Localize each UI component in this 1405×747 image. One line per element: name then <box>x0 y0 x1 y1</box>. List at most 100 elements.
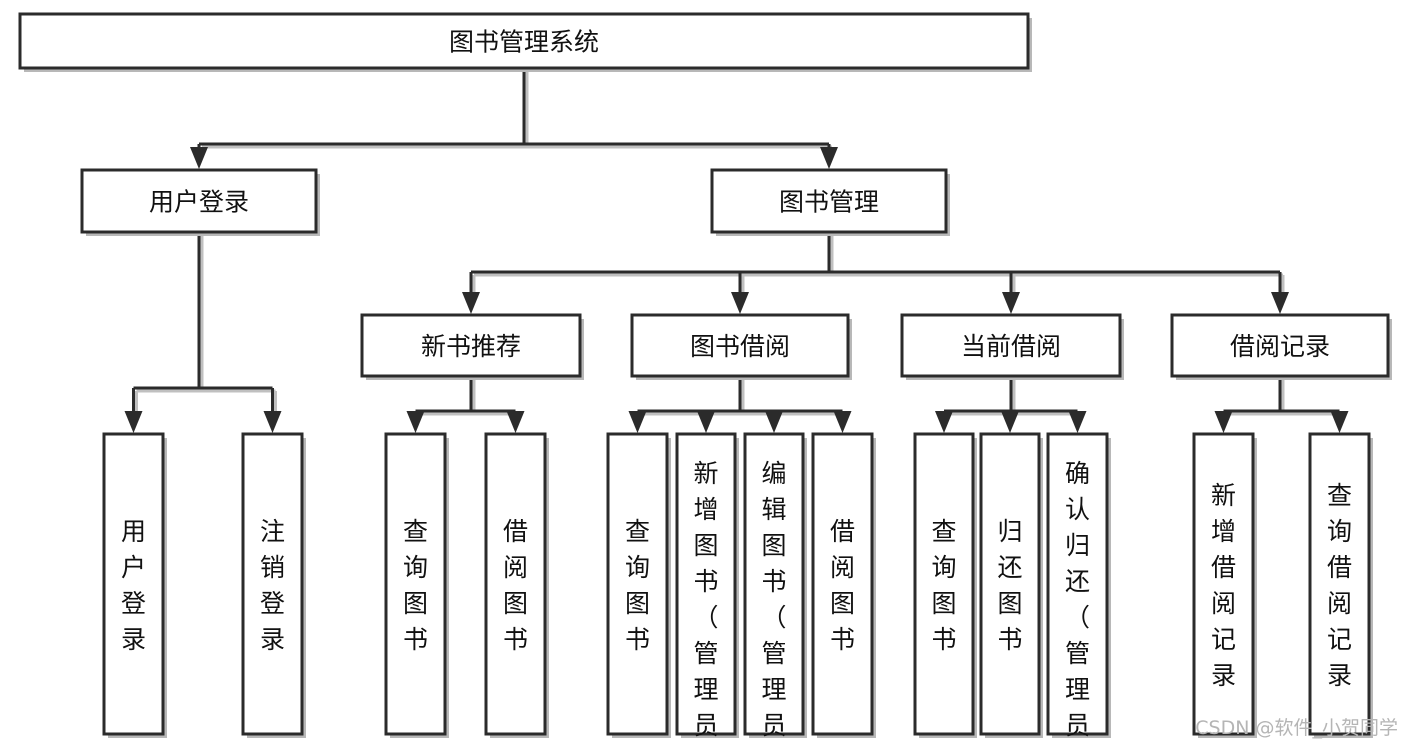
arrow-head-icon <box>697 411 715 433</box>
node-book-borrow[interactable]: 图书借阅 <box>630 313 852 380</box>
node-label-vertical: 用户登录 <box>121 517 146 654</box>
arrow-head-icon <box>506 411 525 433</box>
arrow-head-icon <box>1271 292 1289 314</box>
node-box[interactable] <box>913 432 975 736</box>
arrow-head-icon <box>1271 292 1289 314</box>
arrow-head-icon <box>935 411 953 433</box>
node-box[interactable] <box>384 432 447 736</box>
node-borrow-record[interactable]: 借阅记录 <box>1170 313 1392 380</box>
arrow-head-icon <box>1002 292 1020 314</box>
arrow-head-icon <box>1002 292 1020 314</box>
arrow-head-icon <box>935 411 953 433</box>
node-label-vertical: 查询图书 <box>931 517 956 654</box>
arrow-head-icon <box>190 147 208 169</box>
node-box[interactable] <box>1192 432 1255 736</box>
node-leaf-borrow-book-rec[interactable]: 借阅图书 <box>484 432 549 738</box>
node-label: 图书管理系统 <box>449 28 599 57</box>
node-book-management[interactable]: 图书管理 <box>710 168 950 236</box>
node-label: 新书推荐 <box>421 332 521 361</box>
arrow-head-icon <box>1001 411 1019 433</box>
node-leaf-query-book-current[interactable]: 查询图书 <box>913 432 977 738</box>
arrow-head-icon <box>731 292 749 314</box>
arrow-head-icon <box>765 411 783 433</box>
node-label: 借阅记录 <box>1230 332 1330 361</box>
arrow-head-icon <box>462 292 480 314</box>
node-leaf-query-book-borrow[interactable]: 查询图书 <box>606 432 671 738</box>
node-label-vertical: 查询图书 <box>625 517 650 654</box>
arrow-head-icon <box>833 411 852 433</box>
node-label: 图书管理 <box>779 188 879 217</box>
node-box[interactable] <box>241 432 304 736</box>
node-box[interactable] <box>900 313 1122 378</box>
node-label-vertical: 新增借阅记录 <box>1211 481 1236 690</box>
node-new-book-recommend[interactable]: 新书推荐 <box>360 313 584 380</box>
node-label-vertical: 注销登录 <box>260 517 285 654</box>
arrow-head-icon <box>1330 411 1349 433</box>
arrow-head-icon <box>833 411 852 433</box>
arrow-head-icon <box>1214 411 1233 433</box>
arrow-head-icon <box>628 411 647 433</box>
arrow-head-icon <box>124 411 143 433</box>
arrow-head-icon <box>820 147 838 169</box>
arrow-head-icon <box>190 147 208 169</box>
node-box[interactable] <box>606 432 669 736</box>
node-box[interactable] <box>710 168 948 234</box>
arrow-head-icon <box>731 292 749 314</box>
node-leaf-logout[interactable]: 注销登录 <box>241 432 306 738</box>
node-label-vertical: 编辑图书（管理员） <box>761 459 786 747</box>
arrow-head-icon <box>263 411 282 433</box>
arrow-head-icon <box>1068 411 1087 433</box>
arrow-head-icon <box>1330 411 1349 433</box>
node-box[interactable] <box>1308 432 1371 736</box>
arrow-head-icon <box>263 411 282 433</box>
node-box[interactable] <box>1170 313 1390 378</box>
node-leaf-confirm-return-admin[interactable]: 确认归还（管理员） <box>1046 432 1111 747</box>
node-box[interactable] <box>18 12 1030 70</box>
node-label-vertical: 归还图书 <box>997 517 1022 654</box>
node-label-vertical: 确认归还（管理员） <box>1065 459 1090 747</box>
node-box[interactable] <box>484 432 547 736</box>
nodes-layer: 图书管理系统用户登录图书管理新书推荐图书借阅当前借阅借阅记录用户登录注销登录查询… <box>18 12 1392 747</box>
node-leaf-user-login[interactable]: 用户登录 <box>102 432 167 738</box>
node-box[interactable] <box>360 313 582 378</box>
arrow-head-icon <box>406 411 425 433</box>
arrow-head-icon <box>406 411 425 433</box>
node-leaf-query-borrow-record[interactable]: 查询借阅记录 <box>1308 432 1373 738</box>
node-leaf-return-book[interactable]: 归还图书 <box>979 432 1043 738</box>
node-leaf-query-book-rec[interactable]: 查询图书 <box>384 432 449 738</box>
node-leaf-add-borrow-record[interactable]: 新增借阅记录 <box>1192 432 1257 738</box>
node-label: 图书借阅 <box>690 332 790 361</box>
node-current-borrow[interactable]: 当前借阅 <box>900 313 1124 380</box>
node-label-vertical: 借阅图书 <box>503 517 528 654</box>
node-box[interactable] <box>811 432 874 736</box>
arrow-head-icon <box>820 147 838 169</box>
arrow-head-icon <box>1068 411 1087 433</box>
node-leaf-edit-book-admin[interactable]: 编辑图书（管理员） <box>743 432 807 747</box>
arrow-head-icon <box>1001 411 1019 433</box>
arrow-head-icon <box>1214 411 1233 433</box>
node-label-vertical: 查询图书 <box>403 517 428 654</box>
node-root[interactable]: 图书管理系统 <box>18 12 1032 72</box>
node-user-login[interactable]: 用户登录 <box>80 168 320 236</box>
arrow-head-icon <box>697 411 715 433</box>
node-box[interactable] <box>630 313 850 378</box>
csdn-watermark: CSDN @软件_小贺同学 <box>1195 717 1398 739</box>
arrow-head-icon <box>628 411 647 433</box>
node-box[interactable] <box>743 432 805 736</box>
node-label: 当前借阅 <box>961 332 1061 361</box>
connectors-layer <box>124 68 1349 433</box>
arrow-head-icon <box>765 411 783 433</box>
node-box[interactable] <box>1046 432 1109 736</box>
node-box[interactable] <box>675 432 737 736</box>
node-label-vertical: 查询借阅记录 <box>1327 481 1352 690</box>
node-label: 用户登录 <box>149 188 249 217</box>
node-leaf-borrow-book[interactable]: 借阅图书 <box>811 432 876 738</box>
node-leaf-add-book-admin[interactable]: 新增图书（管理员） <box>675 432 739 747</box>
node-box[interactable] <box>979 432 1041 736</box>
arrow-head-icon <box>506 411 525 433</box>
node-label-vertical: 借阅图书 <box>830 517 855 654</box>
node-box[interactable] <box>80 168 318 234</box>
node-box[interactable] <box>102 432 165 736</box>
